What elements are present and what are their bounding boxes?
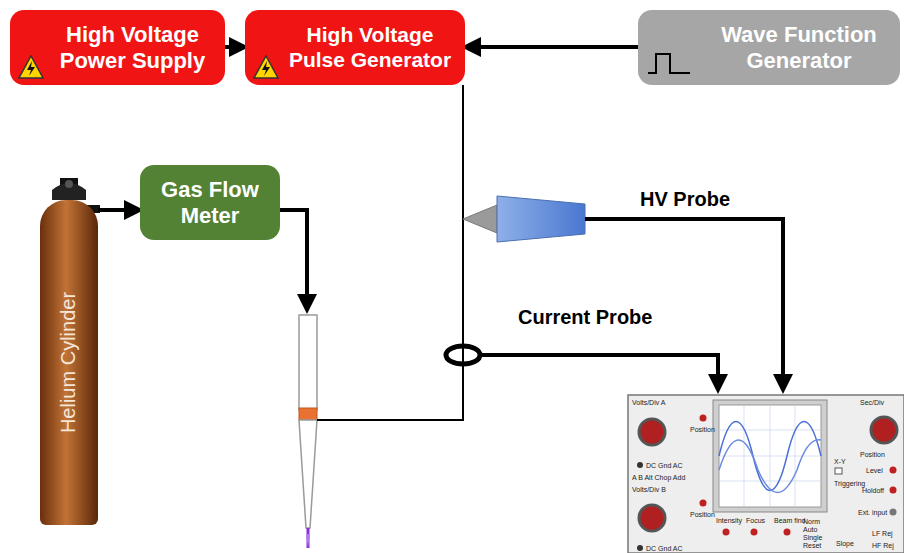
scope-text: Holdoff — [862, 487, 884, 494]
oscilloscope — [628, 395, 904, 553]
scope-text: Level — [866, 467, 883, 474]
probe-label: Current Probe — [518, 306, 652, 329]
scope-text: Norm — [803, 518, 820, 525]
scope-text: Volts/Div A — [632, 399, 665, 406]
gas-flow-meter-box: Gas Flow Meter — [140, 165, 280, 240]
scope-text: Beam find — [774, 517, 806, 524]
current-probe — [446, 346, 718, 390]
box-label: High Voltage Pulse Generator — [285, 23, 455, 71]
scope-text: X-Y — [834, 458, 846, 465]
scope-text: Auto — [803, 526, 817, 533]
probe-label: HV Probe — [640, 188, 730, 211]
scope-text: A B Alt Chop Add — [632, 474, 685, 481]
pulse-generator-box: High Voltage Pulse Generator — [245, 10, 465, 85]
scope-text: Slope — [836, 540, 854, 547]
power-supply-box: High Voltage Power Supply — [10, 10, 225, 85]
scope-text: DC Gnd AC — [646, 545, 683, 552]
scope-text: Focus — [746, 517, 765, 524]
scope-text: LF Rej — [872, 530, 893, 537]
box-label: Gas Flow Meter — [150, 177, 270, 228]
scope-text: Triggering — [834, 480, 865, 487]
hv-probe — [463, 196, 783, 390]
warning-icon — [18, 55, 44, 79]
connector-arrow — [98, 208, 140, 212]
scope-text: Position — [690, 511, 715, 518]
scope-text: HF Rej — [872, 542, 894, 549]
plasma-jet-tube — [299, 315, 317, 548]
box-label: High Voltage Power Supply — [50, 22, 215, 73]
scope-text: Sec/Div — [860, 399, 884, 406]
scope-text: Reset — [803, 542, 821, 549]
helium-cylinder: Helium Cylinder — [40, 200, 98, 525]
warning-icon — [253, 55, 279, 79]
function-generator-box: Wave Function Generator — [638, 10, 900, 85]
scope-text: Intensity — [716, 517, 742, 524]
cylinder-label: Helium Cylinder — [58, 292, 81, 433]
connector-arrow — [465, 45, 638, 49]
box-label: Wave Function Generator — [709, 22, 889, 73]
hv-wire — [317, 85, 463, 420]
connector-arrow — [225, 45, 245, 49]
scope-text: Position — [860, 451, 885, 458]
scope-text: Ext. input — [858, 509, 887, 516]
scope-text: Single — [803, 534, 822, 541]
scope-text: Volts/Div B — [632, 486, 666, 493]
scope-text: DC Gnd AC — [646, 462, 683, 469]
pulse-icon — [646, 51, 692, 77]
scope-text: Position — [690, 426, 715, 433]
